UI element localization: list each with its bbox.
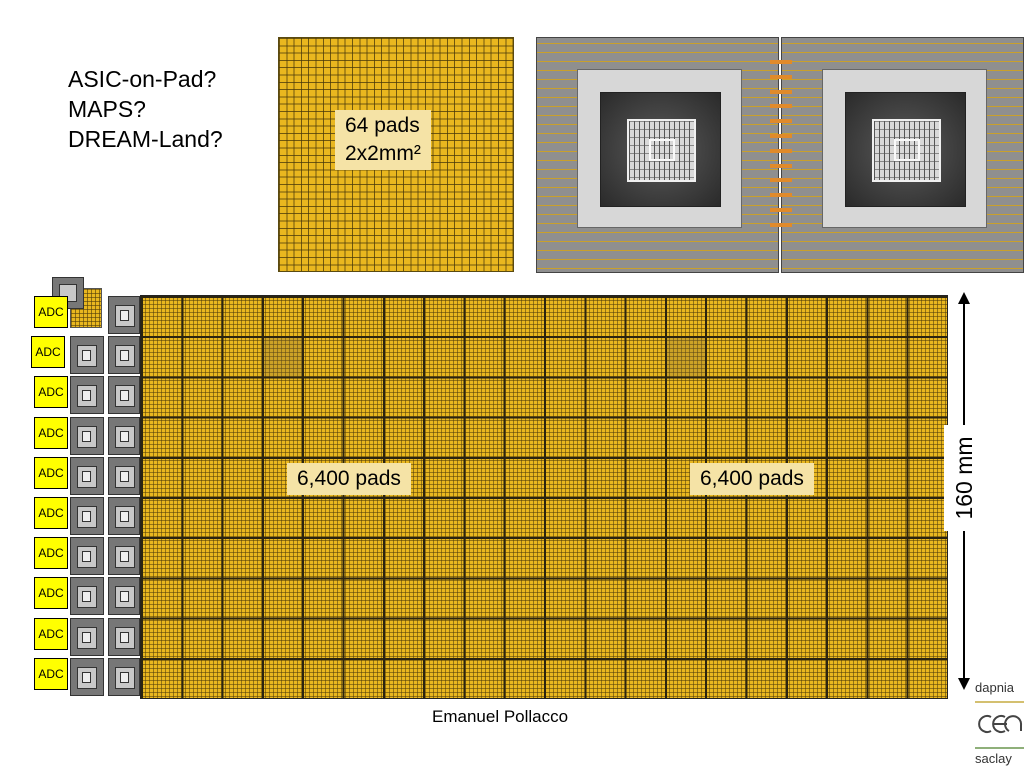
highlighted-cell	[667, 338, 705, 376]
asic-chip-icon	[108, 577, 140, 615]
question-asic-on-pad: ASIC-on-Pad?	[68, 66, 217, 92]
adc-box: ADC	[34, 658, 68, 690]
dimension-label: 160 mm	[944, 425, 984, 531]
asic-chip-icon	[108, 376, 140, 414]
chip-die	[845, 92, 966, 207]
array-label-right: 6,400 pads	[690, 463, 814, 495]
asic-chip-icon	[70, 336, 104, 374]
chip-core	[872, 119, 941, 182]
bond-pin	[770, 89, 792, 94]
bond-pin	[770, 148, 792, 153]
pad-detail-image: 64 pads 2x2mm²	[278, 37, 514, 272]
question-dream-land: DREAM-Land?	[68, 126, 223, 152]
dapnia-cea-saclay-logo: dapnia saclay	[972, 680, 1024, 768]
logo-divider	[975, 747, 1024, 749]
logo-top-text: dapnia	[975, 680, 1015, 695]
array-label-left: 6,400 pads	[287, 463, 411, 495]
pad-detail-label: 64 pads 2x2mm²	[335, 110, 431, 170]
asic-chip-icon	[108, 537, 140, 575]
chip-die	[600, 92, 721, 207]
adc-box: ADC	[34, 417, 68, 449]
adc-box: ADC	[34, 618, 68, 650]
asic-chip-icon	[108, 618, 140, 656]
asic-chip-icon	[70, 457, 104, 495]
pad-count-text: 64 pads	[345, 114, 420, 137]
bond-pin	[770, 163, 792, 168]
bond-pin	[770, 134, 792, 138]
asic-chip-icon	[108, 296, 140, 334]
question-maps: MAPS?	[68, 96, 146, 122]
bond-pin	[770, 119, 792, 124]
highlighted-cell	[264, 338, 302, 376]
adc-box: ADC	[34, 296, 68, 328]
asic-chip-icon	[108, 658, 140, 696]
bond-pin	[770, 222, 792, 227]
bond-pin	[770, 193, 792, 198]
bond-pin	[770, 208, 792, 212]
bond-pin	[770, 178, 792, 183]
question-list: ASIC-on-Pad? MAPS? DREAM-Land?	[68, 64, 223, 154]
adc-box: ADC	[31, 336, 65, 368]
arrow-down-icon	[958, 678, 970, 690]
asic-chip-icon	[70, 618, 104, 656]
asic-chip-icon	[70, 417, 104, 455]
asic-chip-icon	[70, 376, 104, 414]
chip-window	[577, 69, 742, 228]
logo-bottom-text: saclay	[975, 751, 1012, 766]
cea-logo-icon	[978, 715, 1023, 733]
asic-chip-icon	[70, 537, 104, 575]
logo-divider	[975, 701, 1024, 703]
bond-pin	[770, 60, 792, 64]
chip-window	[822, 69, 987, 228]
adc-box: ADC	[34, 537, 68, 569]
adc-box: ADC	[34, 457, 68, 489]
asic-chip-icon	[108, 497, 140, 535]
adc-box: ADC	[34, 577, 68, 609]
bond-pin	[770, 104, 792, 109]
pad-size-text: 2x2mm²	[345, 142, 421, 165]
chip-photo-right	[781, 37, 1024, 273]
pad-array: 6,400 pads 6,400 pads	[140, 295, 948, 699]
asic-chip-icon	[70, 577, 104, 615]
chip-photo-left	[536, 37, 779, 273]
asic-chip-icon	[108, 417, 140, 455]
asic-chip-icon	[108, 336, 140, 374]
adc-box: ADC	[34, 376, 68, 408]
asic-chip-icon	[70, 497, 104, 535]
arrow-up-icon	[958, 292, 970, 304]
asic-chip-icon	[70, 658, 104, 696]
author-credit: Emanuel Pollacco	[432, 707, 569, 726]
bond-pin	[770, 74, 792, 79]
chip-core	[627, 119, 696, 182]
asic-chip-icon	[108, 457, 140, 495]
adc-box: ADC	[34, 497, 68, 529]
